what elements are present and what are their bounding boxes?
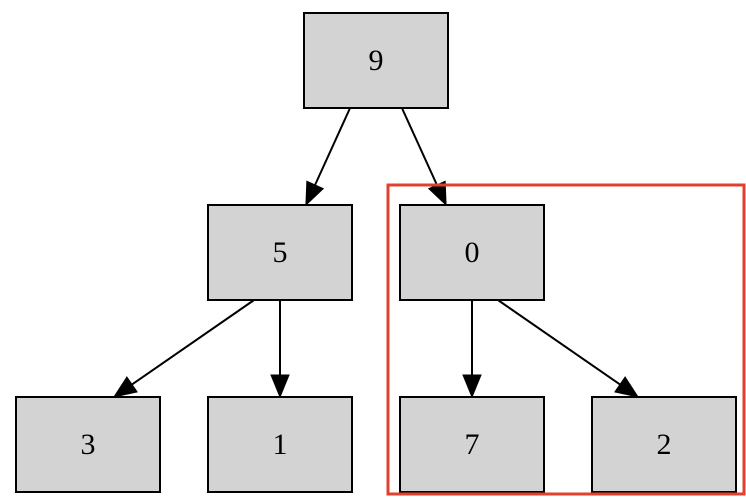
node-2-label: 2 xyxy=(657,428,672,461)
node-5-label: 5 xyxy=(273,236,288,269)
arrowhead-icon xyxy=(462,374,482,399)
node-1-box xyxy=(207,396,353,493)
node-7: 7 xyxy=(399,396,545,493)
node-0-box xyxy=(399,204,545,301)
node-3-label: 3 xyxy=(81,428,96,461)
arrowhead-icon xyxy=(305,180,325,207)
arrowhead-icon xyxy=(112,376,138,398)
edge-line xyxy=(131,299,255,386)
node-3: 3 xyxy=(15,396,161,493)
node-5-box xyxy=(207,204,353,301)
edge-9-to-5 xyxy=(305,107,351,207)
node-2: 2 xyxy=(591,396,737,493)
node-3-box xyxy=(15,396,161,493)
node-9-label: 9 xyxy=(369,44,384,77)
edge-line xyxy=(314,107,351,186)
edges-layer xyxy=(112,107,640,399)
arrowhead-icon xyxy=(614,376,640,398)
edge-line xyxy=(401,107,438,186)
node-1: 1 xyxy=(207,396,353,493)
edge-9-to-0 xyxy=(401,107,447,207)
edge-5-to-1 xyxy=(270,300,290,399)
node-0: 0 xyxy=(399,204,545,301)
node-1-label: 1 xyxy=(273,428,288,461)
subtree-highlight-box xyxy=(386,183,746,496)
nodes-layer: 9 5 0 3 1 7 2 xyxy=(15,12,737,493)
edge-line xyxy=(497,299,621,386)
node-9: 9 xyxy=(303,12,449,109)
edge-5-to-3 xyxy=(112,299,255,398)
node-0-label: 0 xyxy=(465,236,480,269)
edge-0-to-7 xyxy=(462,300,482,399)
arrowhead-icon xyxy=(270,374,290,399)
node-5: 5 xyxy=(207,204,353,301)
edge-0-to-2 xyxy=(497,299,640,398)
node-2-box xyxy=(591,396,737,493)
node-7-label: 7 xyxy=(465,428,480,461)
node-7-box xyxy=(399,396,545,493)
node-9-box xyxy=(303,12,449,109)
